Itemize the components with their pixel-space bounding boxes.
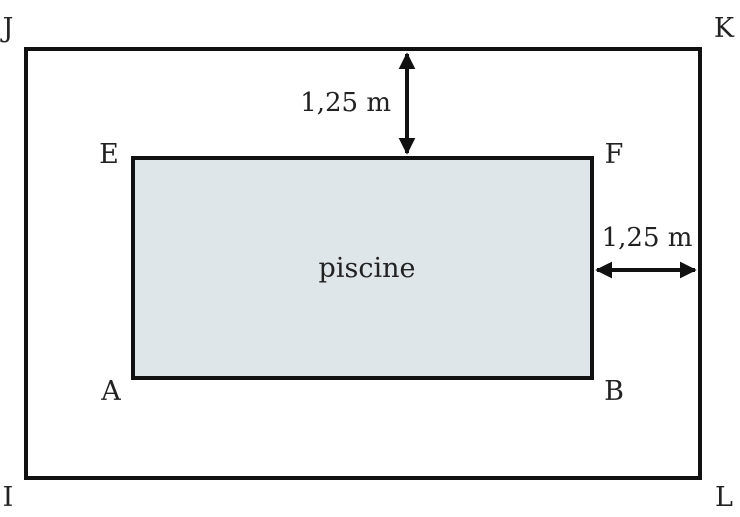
vertex-label-k: K [714, 13, 735, 44]
vertex-label-j: J [0, 13, 13, 44]
pool-label: piscine [319, 253, 416, 284]
pool-rectangle [131, 156, 594, 380]
top-gap-label: 1,25 m [300, 88, 391, 118]
vertex-label-b: B [604, 376, 624, 407]
right-gap-label: 1,25 m [602, 223, 693, 253]
vertex-label-i: I [3, 482, 14, 513]
outer-rectangle [24, 47, 702, 480]
vertex-label-l: L [715, 482, 733, 513]
vertex-label-a: A [100, 376, 121, 407]
vertex-label-f: F [605, 139, 624, 170]
vertex-label-e: E [99, 139, 119, 170]
